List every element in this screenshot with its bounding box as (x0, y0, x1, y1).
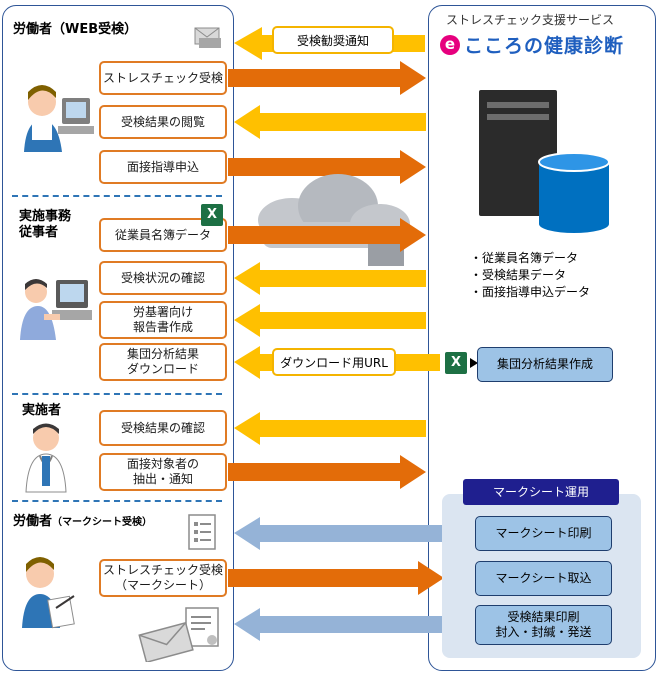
logo-text: こころの健康診断 (464, 35, 625, 57)
service-subtitle: ストレスチェック支援サービス (446, 13, 615, 27)
arrow-check-status (234, 262, 426, 295)
section-title-implementer: 実施者 (22, 403, 62, 418)
implementer-check-results-box[interactable]: 受検結果の確認 (99, 410, 227, 446)
arrow-employee-roster (228, 218, 426, 252)
check-status-box[interactable]: 受検状況の確認 (99, 261, 227, 295)
service-logo: e こころの健康診断 (440, 31, 624, 58)
worker-writing-illustration (22, 557, 75, 629)
logo-mark-icon: e (440, 34, 460, 55)
office-worker-illustration (20, 279, 92, 340)
data-list-item: ・従業員名簿データ (470, 251, 579, 265)
arrow-stress-check (228, 61, 426, 95)
interview-target-box[interactable]: 面接対象者の 抽出・通知 (99, 453, 227, 491)
notice-label: 受検勧奨通知 (272, 26, 394, 54)
envelope-icon (194, 27, 221, 48)
arrow-implementer-results (234, 412, 426, 445)
database-icon (538, 152, 610, 233)
data-list: ・従業員名簿データ ・受検結果データ ・面接指導申込データ (470, 250, 590, 301)
labor-report-box[interactable]: 労基署向け 報告書作成 (99, 301, 227, 339)
marksheet-print-box[interactable]: マークシート印刷 (475, 516, 612, 551)
excel-icon: X (201, 204, 223, 226)
employee-roster-box[interactable]: 従業員名簿データ (99, 218, 227, 252)
marksheet-header: マークシート運用 (463, 479, 619, 505)
section-title-staff: 実施事務 従事者 (19, 209, 72, 240)
cloud-icon (258, 174, 410, 266)
section-title-mark-worker: 労働者（マークシート受検） (13, 514, 152, 531)
arrow-view-results (234, 105, 426, 139)
view-results-box[interactable]: 受検結果の閲覧 (99, 105, 227, 139)
arrow-interview-target (228, 455, 426, 489)
arrow-marksheet-submit (228, 561, 444, 595)
document-icon (188, 514, 216, 550)
arrow-interview-request (228, 150, 426, 184)
section-title-mark-worker-sub: （マークシート受検） (52, 517, 153, 528)
section-title-mark-worker-main: 労働者 (13, 514, 53, 529)
stress-check-web-box[interactable]: ストレスチェック受検 (99, 61, 227, 95)
excel-icon: X (445, 352, 467, 374)
separator (12, 393, 222, 395)
data-list-item: ・面接指導申込データ (470, 285, 591, 299)
section-title-web-worker: 労働者（WEB受検） (13, 22, 138, 37)
group-analysis-download-box[interactable]: 集団分析結果 ダウンロード (99, 343, 227, 381)
interview-request-box[interactable]: 面接指導申込 (99, 150, 227, 184)
doctor-illustration (25, 423, 67, 493)
data-list-item: ・受検結果データ (470, 268, 567, 282)
mail-icon (138, 607, 219, 662)
worker-illustration (24, 85, 94, 152)
group-analysis-box[interactable]: 集団分析結果作成 (477, 347, 613, 382)
result-mail-box[interactable]: 受検結果印刷 封入・封緘・発送 (475, 605, 612, 645)
separator (12, 195, 222, 197)
arrow-labor-report (234, 304, 426, 337)
download-url-label: ダウンロード用URL (272, 348, 396, 376)
marksheet-submit-box[interactable]: マークシート取込 (475, 561, 612, 596)
stress-check-marksheet-box[interactable]: ストレスチェック受検 （マークシート） (99, 559, 227, 597)
separator (12, 500, 222, 502)
